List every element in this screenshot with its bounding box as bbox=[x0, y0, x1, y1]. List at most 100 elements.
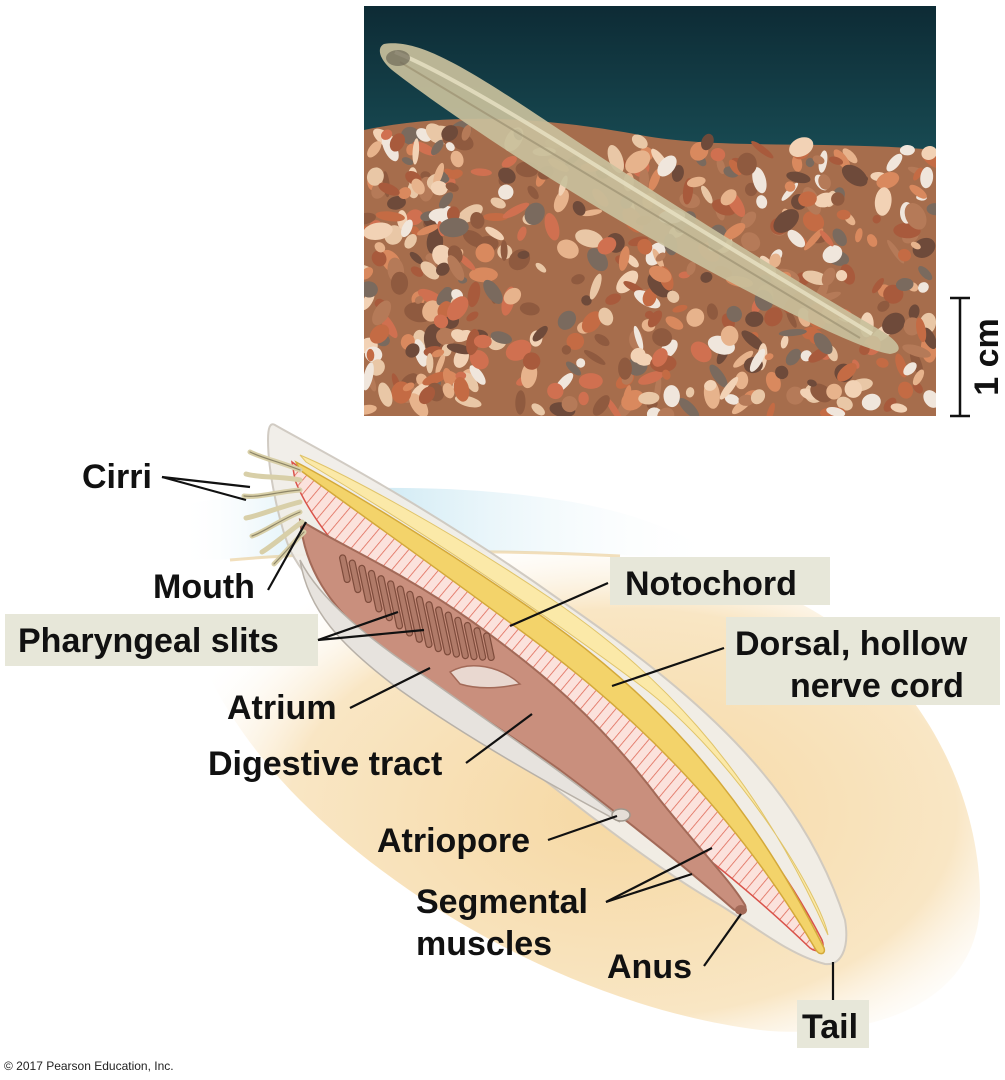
pebble bbox=[442, 367, 453, 387]
pebble bbox=[592, 395, 610, 416]
pebble bbox=[773, 209, 799, 233]
copyright-text: © 2017 Pearson Education, Inc. bbox=[4, 1059, 174, 1073]
pharyngeal-slit bbox=[425, 601, 442, 653]
pebble bbox=[418, 386, 436, 405]
pebble bbox=[832, 228, 847, 247]
pebble bbox=[425, 253, 434, 261]
pebble bbox=[686, 176, 706, 188]
pebble bbox=[470, 211, 485, 229]
pebble bbox=[738, 394, 755, 406]
pebble bbox=[435, 353, 446, 375]
pebble bbox=[812, 155, 825, 165]
pebble bbox=[764, 307, 783, 327]
pebble bbox=[786, 309, 797, 328]
pebble bbox=[686, 261, 696, 276]
pebble bbox=[882, 312, 905, 335]
label-pharyngeal-slits: Pharyngeal slits bbox=[18, 622, 279, 660]
pebble bbox=[557, 239, 579, 259]
pebble bbox=[752, 167, 767, 194]
nerve-cord-shape bbox=[299, 454, 829, 936]
scale-bar: 1 cm bbox=[950, 296, 1005, 418]
pebble bbox=[416, 224, 440, 236]
pebble bbox=[842, 148, 858, 164]
pebble bbox=[581, 295, 592, 306]
pebble bbox=[826, 406, 846, 416]
pebble bbox=[451, 329, 467, 342]
pebble bbox=[622, 385, 632, 408]
notochord-label-bg bbox=[610, 557, 830, 605]
pebble bbox=[566, 332, 585, 350]
pebble bbox=[724, 394, 740, 405]
pebble bbox=[861, 393, 881, 411]
pebble bbox=[872, 214, 881, 224]
pebble bbox=[908, 304, 920, 320]
label-nerve-cord-1: Dorsal, hollow bbox=[735, 625, 968, 663]
pebble bbox=[473, 334, 492, 349]
pebble bbox=[387, 196, 406, 210]
pebble bbox=[425, 123, 448, 145]
pebble bbox=[836, 209, 851, 220]
pebble bbox=[638, 371, 664, 385]
pebble bbox=[810, 383, 833, 403]
pebble bbox=[475, 243, 495, 263]
pebble bbox=[378, 182, 400, 196]
pebble bbox=[789, 137, 814, 157]
label-segmental-muscles-2: muscles bbox=[416, 925, 552, 963]
pebble bbox=[923, 390, 936, 408]
pebble bbox=[469, 350, 489, 370]
pebble bbox=[422, 371, 448, 386]
pebble bbox=[589, 273, 602, 300]
pebble bbox=[605, 293, 621, 305]
pebble bbox=[764, 353, 774, 361]
pebble bbox=[709, 364, 728, 388]
pebble bbox=[466, 311, 479, 322]
atrium-shape bbox=[299, 559, 621, 823]
pebble bbox=[517, 226, 527, 241]
label-nerve-cord-2: nerve cord bbox=[790, 667, 964, 705]
pharyngeal-slit bbox=[348, 559, 362, 594]
pebble bbox=[461, 124, 472, 141]
pebble bbox=[447, 255, 465, 281]
pharyngeal-slits-label-bg bbox=[5, 614, 318, 666]
pebble bbox=[665, 316, 684, 330]
pebble bbox=[572, 200, 586, 216]
pebble bbox=[756, 195, 768, 209]
pebble bbox=[719, 376, 739, 400]
pebble bbox=[498, 167, 516, 184]
pebble bbox=[841, 164, 868, 187]
pebble bbox=[517, 250, 530, 260]
pebble bbox=[364, 267, 374, 280]
pebble bbox=[671, 164, 684, 182]
pebble bbox=[583, 350, 606, 365]
pebble bbox=[918, 266, 933, 281]
pebble bbox=[578, 391, 589, 406]
pebble bbox=[367, 141, 382, 158]
pebble bbox=[701, 133, 714, 151]
pebble bbox=[544, 212, 560, 241]
pebble bbox=[571, 274, 585, 285]
pebble bbox=[855, 228, 863, 243]
pharyngeal-slit bbox=[396, 585, 414, 637]
pebble bbox=[405, 343, 420, 358]
pebble bbox=[618, 357, 632, 380]
pebble bbox=[372, 300, 392, 326]
pharyngeal-slit bbox=[473, 627, 487, 661]
pebble bbox=[446, 343, 473, 355]
pebble bbox=[502, 202, 530, 219]
pebble bbox=[402, 382, 415, 392]
pebble bbox=[704, 380, 717, 391]
pebble bbox=[442, 383, 455, 399]
pebble bbox=[561, 396, 578, 413]
pebble bbox=[720, 189, 737, 206]
pebble bbox=[909, 184, 927, 199]
pebble bbox=[913, 167, 923, 181]
pebble bbox=[733, 350, 754, 368]
pebble bbox=[741, 330, 765, 351]
label-digestive-tract: Digestive tract bbox=[208, 745, 442, 783]
pebble bbox=[780, 335, 789, 349]
pebble bbox=[445, 142, 455, 152]
pebble bbox=[798, 191, 817, 207]
pebble bbox=[744, 182, 758, 197]
pebble bbox=[844, 380, 863, 398]
